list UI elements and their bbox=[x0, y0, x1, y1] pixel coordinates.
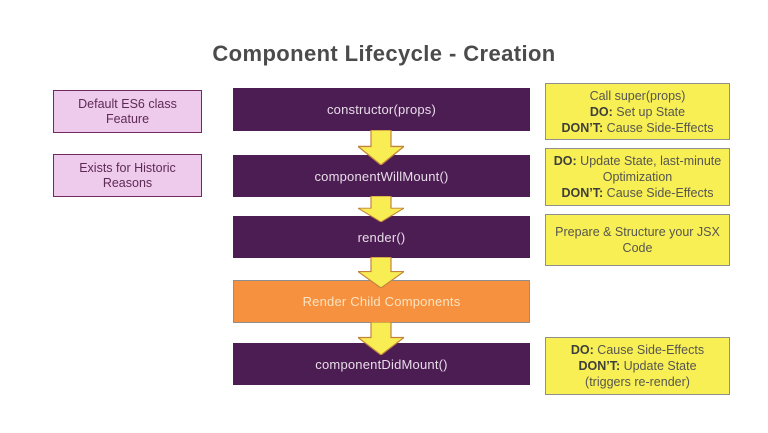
note-text: Default ES6 class Feature bbox=[78, 96, 177, 126]
note-line: DO: Cause Side-Effects bbox=[570, 343, 705, 357]
note-line: Call super(props) bbox=[589, 88, 686, 103]
down-arrow-icon bbox=[358, 196, 404, 222]
note-text: Exists for Historic Reasons bbox=[79, 160, 176, 190]
note-line: DON’T: Cause Side-Effects bbox=[561, 186, 714, 200]
diagram-title: Component Lifecycle - Creation bbox=[212, 41, 556, 66]
note-line: DO: Update State, last-minute Optimizati… bbox=[553, 154, 722, 184]
note-line: (triggers re-render) bbox=[585, 375, 690, 389]
step-render: render() bbox=[233, 216, 530, 258]
lifecycle-note-3: Prepare & Structure your JSX Code bbox=[545, 214, 730, 266]
note-line: DON’T: Cause Side-Effects bbox=[561, 120, 714, 135]
step-constructor: constructor(props) bbox=[233, 88, 530, 131]
lifecycle-note-2: DO: Update State, last-minute Optimizati… bbox=[545, 148, 730, 206]
down-arrow-icon bbox=[358, 130, 404, 165]
note-line: DON’T: Update State bbox=[578, 359, 697, 373]
down-arrow-icon bbox=[358, 322, 404, 355]
note-line: Prepare & Structure your JSX Code bbox=[555, 225, 720, 255]
note-line: DO: Set up State bbox=[589, 104, 686, 119]
note-constructor-side: Default ES6 class Feature bbox=[53, 90, 202, 133]
note-willmount-side: Exists for Historic Reasons bbox=[53, 154, 202, 197]
down-arrow-icon bbox=[358, 257, 404, 288]
